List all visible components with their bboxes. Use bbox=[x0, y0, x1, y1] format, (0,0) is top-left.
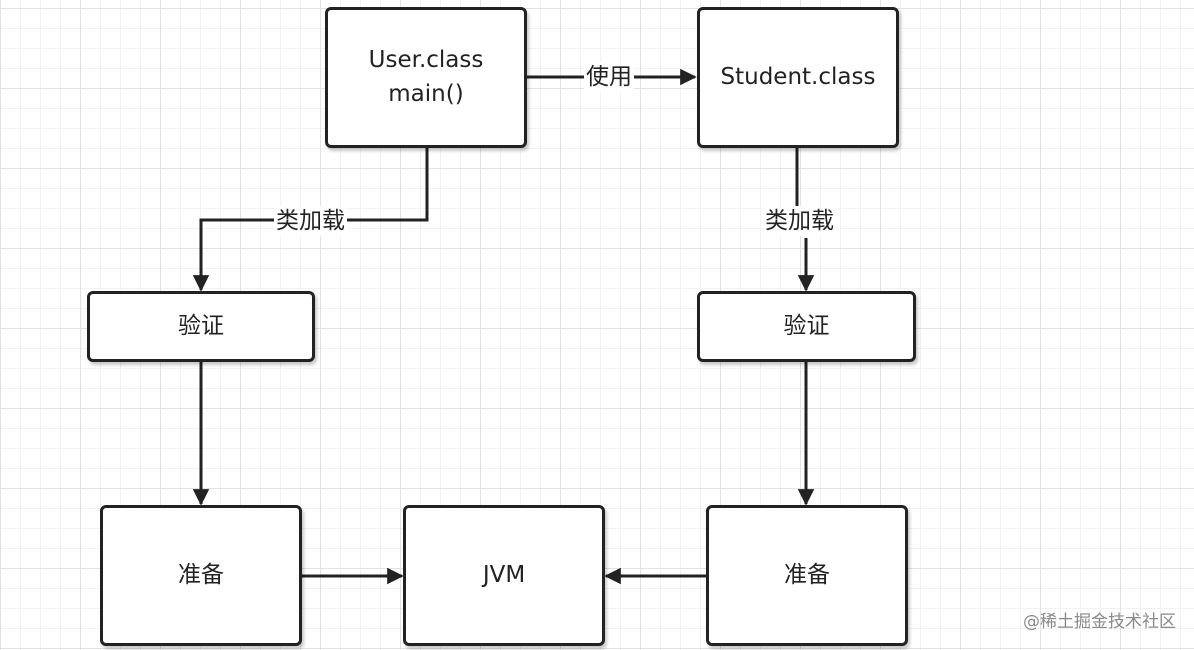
node-prepare-right-label: 准备 bbox=[784, 561, 830, 588]
node-prepare-left-label: 准备 bbox=[178, 561, 224, 588]
node-student-class: Student.class bbox=[697, 7, 899, 148]
node-verify-right: 验证 bbox=[697, 291, 916, 362]
watermark: @稀土掘金技术社区 bbox=[1023, 612, 1176, 632]
node-verify-left-label: 验证 bbox=[178, 312, 224, 339]
node-user-class: User.class main() bbox=[325, 7, 527, 148]
node-jvm-label: JVM bbox=[482, 561, 526, 588]
edge-label-classload-left: 类加载 bbox=[274, 206, 347, 236]
node-prepare-right: 准备 bbox=[706, 505, 908, 646]
edge-label-classload-right: 类加载 bbox=[763, 206, 836, 236]
node-student-class-label: Student.class bbox=[720, 63, 876, 90]
node-prepare-left: 准备 bbox=[100, 505, 302, 646]
node-user-class-label: User.class main() bbox=[368, 47, 484, 107]
node-verify-left: 验证 bbox=[87, 291, 315, 362]
node-verify-right-label: 验证 bbox=[783, 312, 830, 339]
node-jvm: JVM bbox=[403, 505, 605, 646]
edge-label-use: 使用 bbox=[584, 62, 634, 92]
